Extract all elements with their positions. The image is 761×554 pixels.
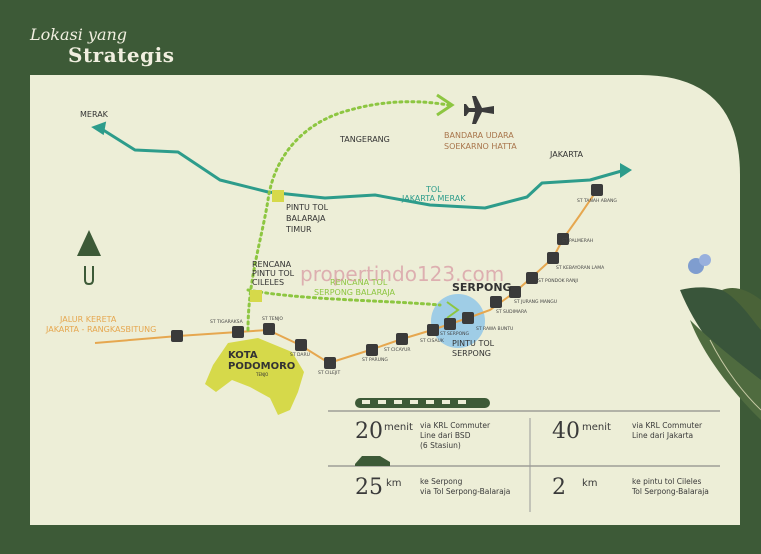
kota-logo-2: PODOMORO <box>228 361 295 372</box>
station-markers <box>171 184 603 369</box>
car2-line2: Tol Serpong-Balaraja <box>631 487 709 496</box>
station-marker <box>557 233 569 245</box>
station-marker <box>427 324 439 336</box>
map-panel <box>30 75 740 525</box>
plant-decoration-icon <box>680 254 761 420</box>
train-icon <box>355 398 490 408</box>
label-serpong: SERPONG <box>452 281 512 294</box>
station-label: ST CICAYUR <box>384 347 411 353</box>
train2-line1: via KRL Commuter <box>632 421 703 430</box>
title-line1: Lokasi yang <box>30 25 128 44</box>
train1-line1: via KRL Commuter <box>420 421 491 430</box>
station-marker <box>591 184 603 196</box>
station-marker <box>444 318 456 330</box>
label-pintu-serpong-2: SERPONG <box>452 349 491 358</box>
north-icon <box>77 230 101 286</box>
station-marker <box>324 357 336 369</box>
label-plan-toll-1: RENCANA TOL <box>330 278 388 287</box>
label-balaraja-1: PINTU TOL <box>286 203 329 212</box>
planned-toll-dotted <box>246 100 450 332</box>
airplane-icon <box>464 96 494 124</box>
label-balaraja-3: TIMUR <box>285 225 312 234</box>
label-plan-toll-2: SERPONG BALARAJA <box>314 288 396 297</box>
station-marker <box>263 323 275 335</box>
kota-podomoro-area <box>205 338 304 415</box>
label-rail-2: JAKARTA - RANGKASBITUNG <box>45 325 156 334</box>
kota-logo-3: TENJO <box>255 372 268 377</box>
station-label: ST JURANG MANGU <box>514 299 557 305</box>
car1-value: 25 <box>355 475 383 500</box>
station-label: ST TANAH ABANG <box>577 198 617 204</box>
train2-value: 40 <box>552 419 580 444</box>
label-jakarta: JAKARTA <box>549 150 584 159</box>
car2-line1: ke pintu tol Cileles <box>632 477 701 486</box>
station-marker <box>462 312 474 324</box>
serpong-arrow <box>446 301 460 319</box>
station-marker <box>490 296 502 308</box>
planned-toll-arrow <box>436 93 455 117</box>
station-marker <box>232 326 244 338</box>
station-label: ST PONDOK RANJI <box>538 278 578 284</box>
station-label: ST CISAUK <box>420 338 445 344</box>
title-line2: Strategis <box>68 43 175 67</box>
label-cileles-3: CILELES <box>252 278 284 287</box>
label-toll-1: TOL <box>425 185 442 194</box>
label-merak: MERAK <box>80 110 109 119</box>
watermark-text: propertindo123.com <box>300 262 504 286</box>
kota-logo-1: KOTA <box>228 350 258 361</box>
label-cileles-2: PINTU TOL <box>252 269 295 278</box>
pintu-tol-balaraja-marker <box>272 190 284 202</box>
label-airport-1: BANDARA UDARA <box>444 131 514 140</box>
train1-line3: (6 Stasiun) <box>420 441 461 450</box>
label-cileles-1: RENCANA <box>252 260 292 269</box>
station-marker <box>509 286 521 298</box>
station-label: ST SUDIMARA <box>496 309 528 315</box>
train1-value: 20 <box>355 419 383 444</box>
toll-road-line <box>99 126 626 210</box>
train1-unit: menit <box>384 422 413 433</box>
label-airport-2: SOEKARNO HATTA <box>444 142 517 151</box>
station-marker <box>295 339 307 351</box>
car1-line1: ke Serpong <box>420 477 463 486</box>
car1-line2: via Tol Serpong-Balaraja <box>420 487 510 496</box>
station-label: ST KEBAYORAN LAMA <box>556 265 605 271</box>
label-pintu-serpong-1: PINTU TOL <box>452 339 495 348</box>
station-marker <box>366 344 378 356</box>
car2-value: 2 <box>552 475 566 500</box>
station-marker <box>396 333 408 345</box>
pintu-tol-cileles-marker <box>250 290 262 302</box>
label-balaraja-2: BALARAJA <box>286 214 326 223</box>
car-icon <box>355 456 390 466</box>
station-label: ST TENJO <box>262 316 283 322</box>
station-marker <box>526 272 538 284</box>
toll-arrow-merak <box>91 121 107 136</box>
car2-unit: km <box>582 478 598 489</box>
station-label: ST PARUNG <box>362 357 388 363</box>
label-toll-2: JAKARTA MERAK <box>401 194 466 203</box>
train2-line2: Line dari Jakarta <box>632 431 693 440</box>
station-label: ST TIGARAKSA <box>210 319 244 325</box>
planned-toll-serpong-dotted <box>246 288 442 307</box>
station-marker <box>547 252 559 264</box>
station-label: ST SERPONG <box>440 331 469 337</box>
train1-line2: Line dari BSD <box>420 431 471 440</box>
station-marker <box>171 330 183 342</box>
station-label: ST CILEJIT <box>318 370 341 376</box>
station-label: ST RAWA BUNTU <box>476 326 513 332</box>
label-rail-1: JALUR KERETA <box>59 315 117 324</box>
station-label: ST DARU <box>290 352 310 358</box>
car1-unit: km <box>386 478 402 489</box>
toll-arrow-jakarta <box>620 163 632 178</box>
station-label: ST PALMERAH <box>562 238 593 244</box>
train2-unit: menit <box>582 422 611 433</box>
label-tangerang: TANGERANG <box>339 135 390 144</box>
